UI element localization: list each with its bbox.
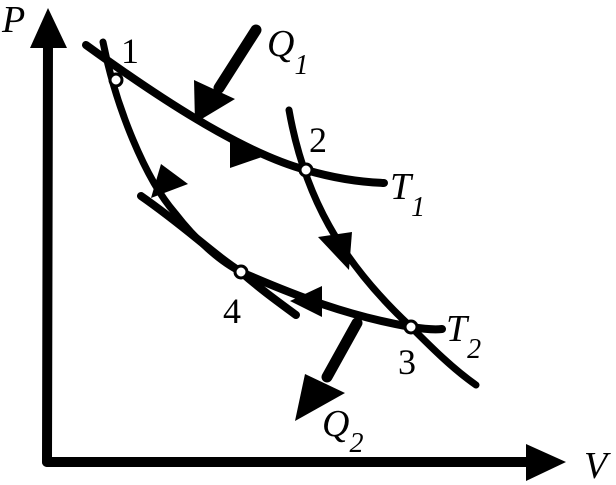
heat-in-symbol: Q	[267, 23, 294, 65]
isotherm-t2-direction-arrow	[290, 286, 322, 317]
heat-flow-arrows	[194, 24, 363, 421]
heat-in-arrow-shaft	[213, 24, 262, 94]
heat-out-arrowhead	[295, 374, 345, 421]
heat-in-arrowhead	[194, 80, 235, 123]
heat-out-symbol: Q	[322, 403, 349, 445]
adiabat-4-to-1-direction-arrow	[151, 164, 188, 198]
heat-in-subscript: 1	[294, 50, 308, 81]
state-4-marker	[233, 264, 249, 280]
isotherm-t1-subscript: 1	[411, 192, 425, 223]
direction-arrows	[151, 139, 352, 317]
pressure-axis-line	[42, 35, 53, 467]
isotherm-t2-subscript: 2	[467, 334, 481, 365]
isotherm-t1-symbol: T	[390, 166, 414, 208]
state-1-marker	[108, 72, 124, 88]
isotherm-t1-direction-arrow	[230, 139, 262, 168]
state-2-label: 2	[309, 120, 327, 160]
pressure-axis-arrowhead	[30, 8, 67, 48]
isotherm-t1-label: T1	[390, 166, 425, 223]
volume-axis-arrowhead	[526, 444, 566, 481]
state-2-marker	[298, 162, 314, 178]
volume-axis-label: V	[584, 445, 611, 485]
state-3-marker	[403, 319, 419, 335]
adiabat-2-to-3-direction-arrow	[318, 232, 352, 270]
isotherm-t1-curve	[82, 41, 388, 187]
coordinate-axes	[30, 8, 566, 481]
isotherm-t2-symbol: T	[446, 308, 470, 350]
heat-out-arrow-shaft	[321, 317, 363, 383]
heat-out-label: Q2	[322, 403, 363, 459]
state-4-label: 4	[223, 291, 241, 331]
state-3-label: 3	[398, 342, 416, 382]
state-markers	[108, 72, 419, 335]
heat-out-subscript: 2	[349, 428, 363, 459]
isotherm-t2-label: T2	[446, 308, 481, 365]
heat-in-label: Q1	[267, 23, 308, 81]
pressure-axis-label: P	[1, 0, 25, 41]
state-1-label: 1	[121, 31, 139, 71]
isotherm-t2-lower-curve	[237, 268, 446, 334]
